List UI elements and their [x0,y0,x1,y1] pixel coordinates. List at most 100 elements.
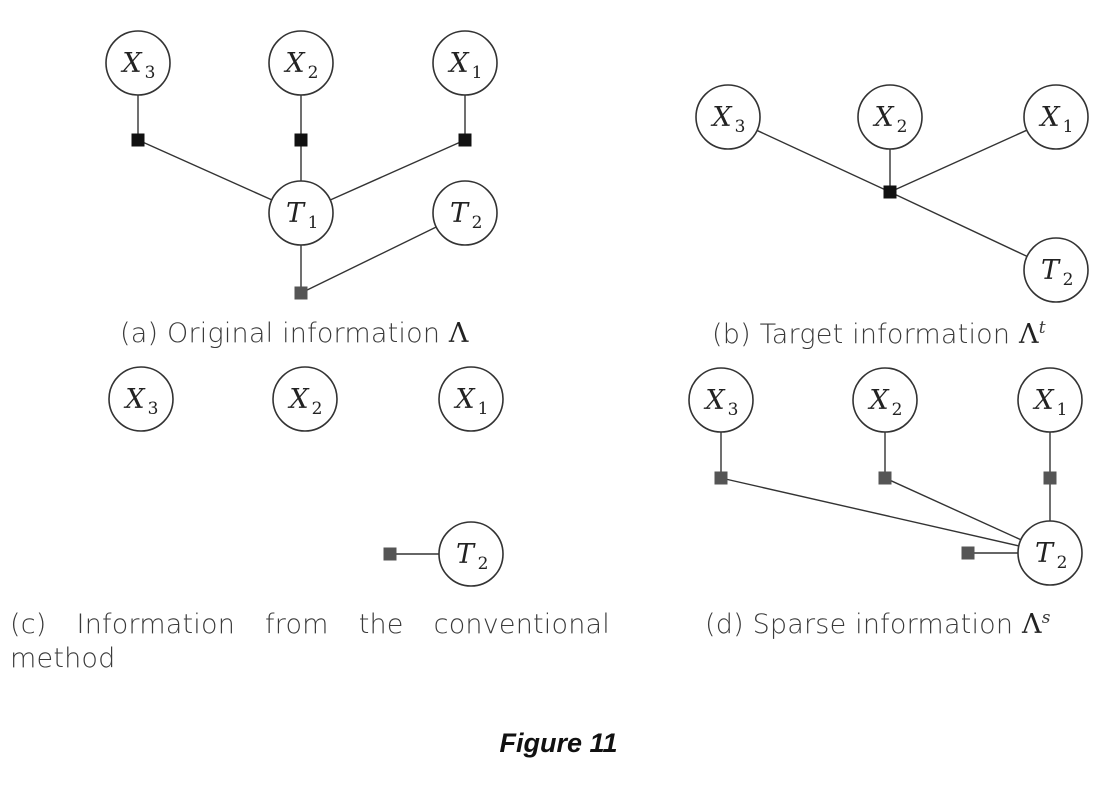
node-circle [268,30,334,96]
node-label: X [867,385,890,416]
node-subscript: 1 [472,63,483,83]
node-label: X [872,102,895,133]
node-circle [438,366,504,432]
edges [720,432,1051,554]
node-subscript: 3 [735,117,746,137]
caption-panel-b: (b) Target information Λt [712,318,1046,350]
node-subscript: 3 [148,399,159,419]
node-circle [1017,367,1083,433]
node-subscript: 2 [892,400,903,420]
factor-node-f4 [961,546,975,560]
node-circle [105,30,171,96]
factor-node-f1 [131,133,145,147]
caption-text: (a) Original information [120,318,449,349]
edge-f1-t1 [137,139,273,201]
node-circle [688,367,754,433]
superscript-s: s [1041,608,1051,628]
node-circle [268,180,334,246]
node-circle [272,366,338,432]
caption-panel-d: (d) Sparse information Λs [705,608,1051,640]
figure-title: Figure 11 [499,728,618,758]
node-circle [1023,84,1089,150]
node-label: X [453,384,476,415]
node-subscript: 3 [728,400,739,420]
node-circle [857,84,923,150]
lambda-symbol: Λ [1018,319,1039,350]
node-subscript: 2 [308,63,319,83]
node-label: T [450,198,470,229]
factor-node-f1 [714,471,728,485]
factors [883,185,897,199]
node-circle [438,521,504,587]
caption-panel-c: (c) Information from the conventional me… [10,608,610,676]
factor-node-f4 [294,286,308,300]
factors [383,547,397,561]
node-circle [108,366,174,432]
edges [137,95,466,294]
node-circle [1017,520,1083,586]
node-subscript: 2 [472,213,483,233]
node-subscript: 3 [145,63,156,83]
edge-f3-t1 [329,139,466,201]
factor-node-f1 [883,185,897,199]
lambda-symbol: Λ [1022,609,1042,640]
edge-f4-t2 [300,226,437,294]
node-label: X [123,384,146,415]
caption-text: (b) Target information [712,319,1019,350]
node-label: X [1038,102,1061,133]
node-subscript: 1 [1063,117,1074,137]
node-label: X [710,102,733,133]
node-circle [432,30,498,96]
node-circle [432,180,498,246]
node-circle [852,367,918,433]
node-subscript: 1 [1057,400,1068,420]
node-label: X [703,385,726,416]
factor-node-f3 [458,133,472,147]
edge-f1-x3 [756,129,891,193]
node-label: X [287,384,310,415]
node-label: X [120,48,143,79]
lambda-symbol: Λ [448,318,469,349]
node-subscript: 2 [897,117,908,137]
factor-node-f2 [294,133,308,147]
node-subscript: 1 [308,213,319,233]
node-label: T [1041,255,1061,286]
node-label: X [447,48,470,79]
node-label: T [1035,538,1055,569]
factors [131,133,472,300]
node-label: T [456,539,476,570]
caption-panel-a: (a) Original information Λ [120,318,469,349]
edge-f2-t2 [884,477,1022,541]
factor-node-f1 [383,547,397,561]
node-subscript: 1 [478,399,489,419]
factor-node-f3 [1043,471,1057,485]
node-subscript: 2 [1063,270,1074,290]
factors [714,471,1057,560]
node-circle [1023,237,1089,303]
edge-f1-t2 [720,477,1019,547]
factor-node-f2 [878,471,892,485]
node-label: X [283,48,306,79]
